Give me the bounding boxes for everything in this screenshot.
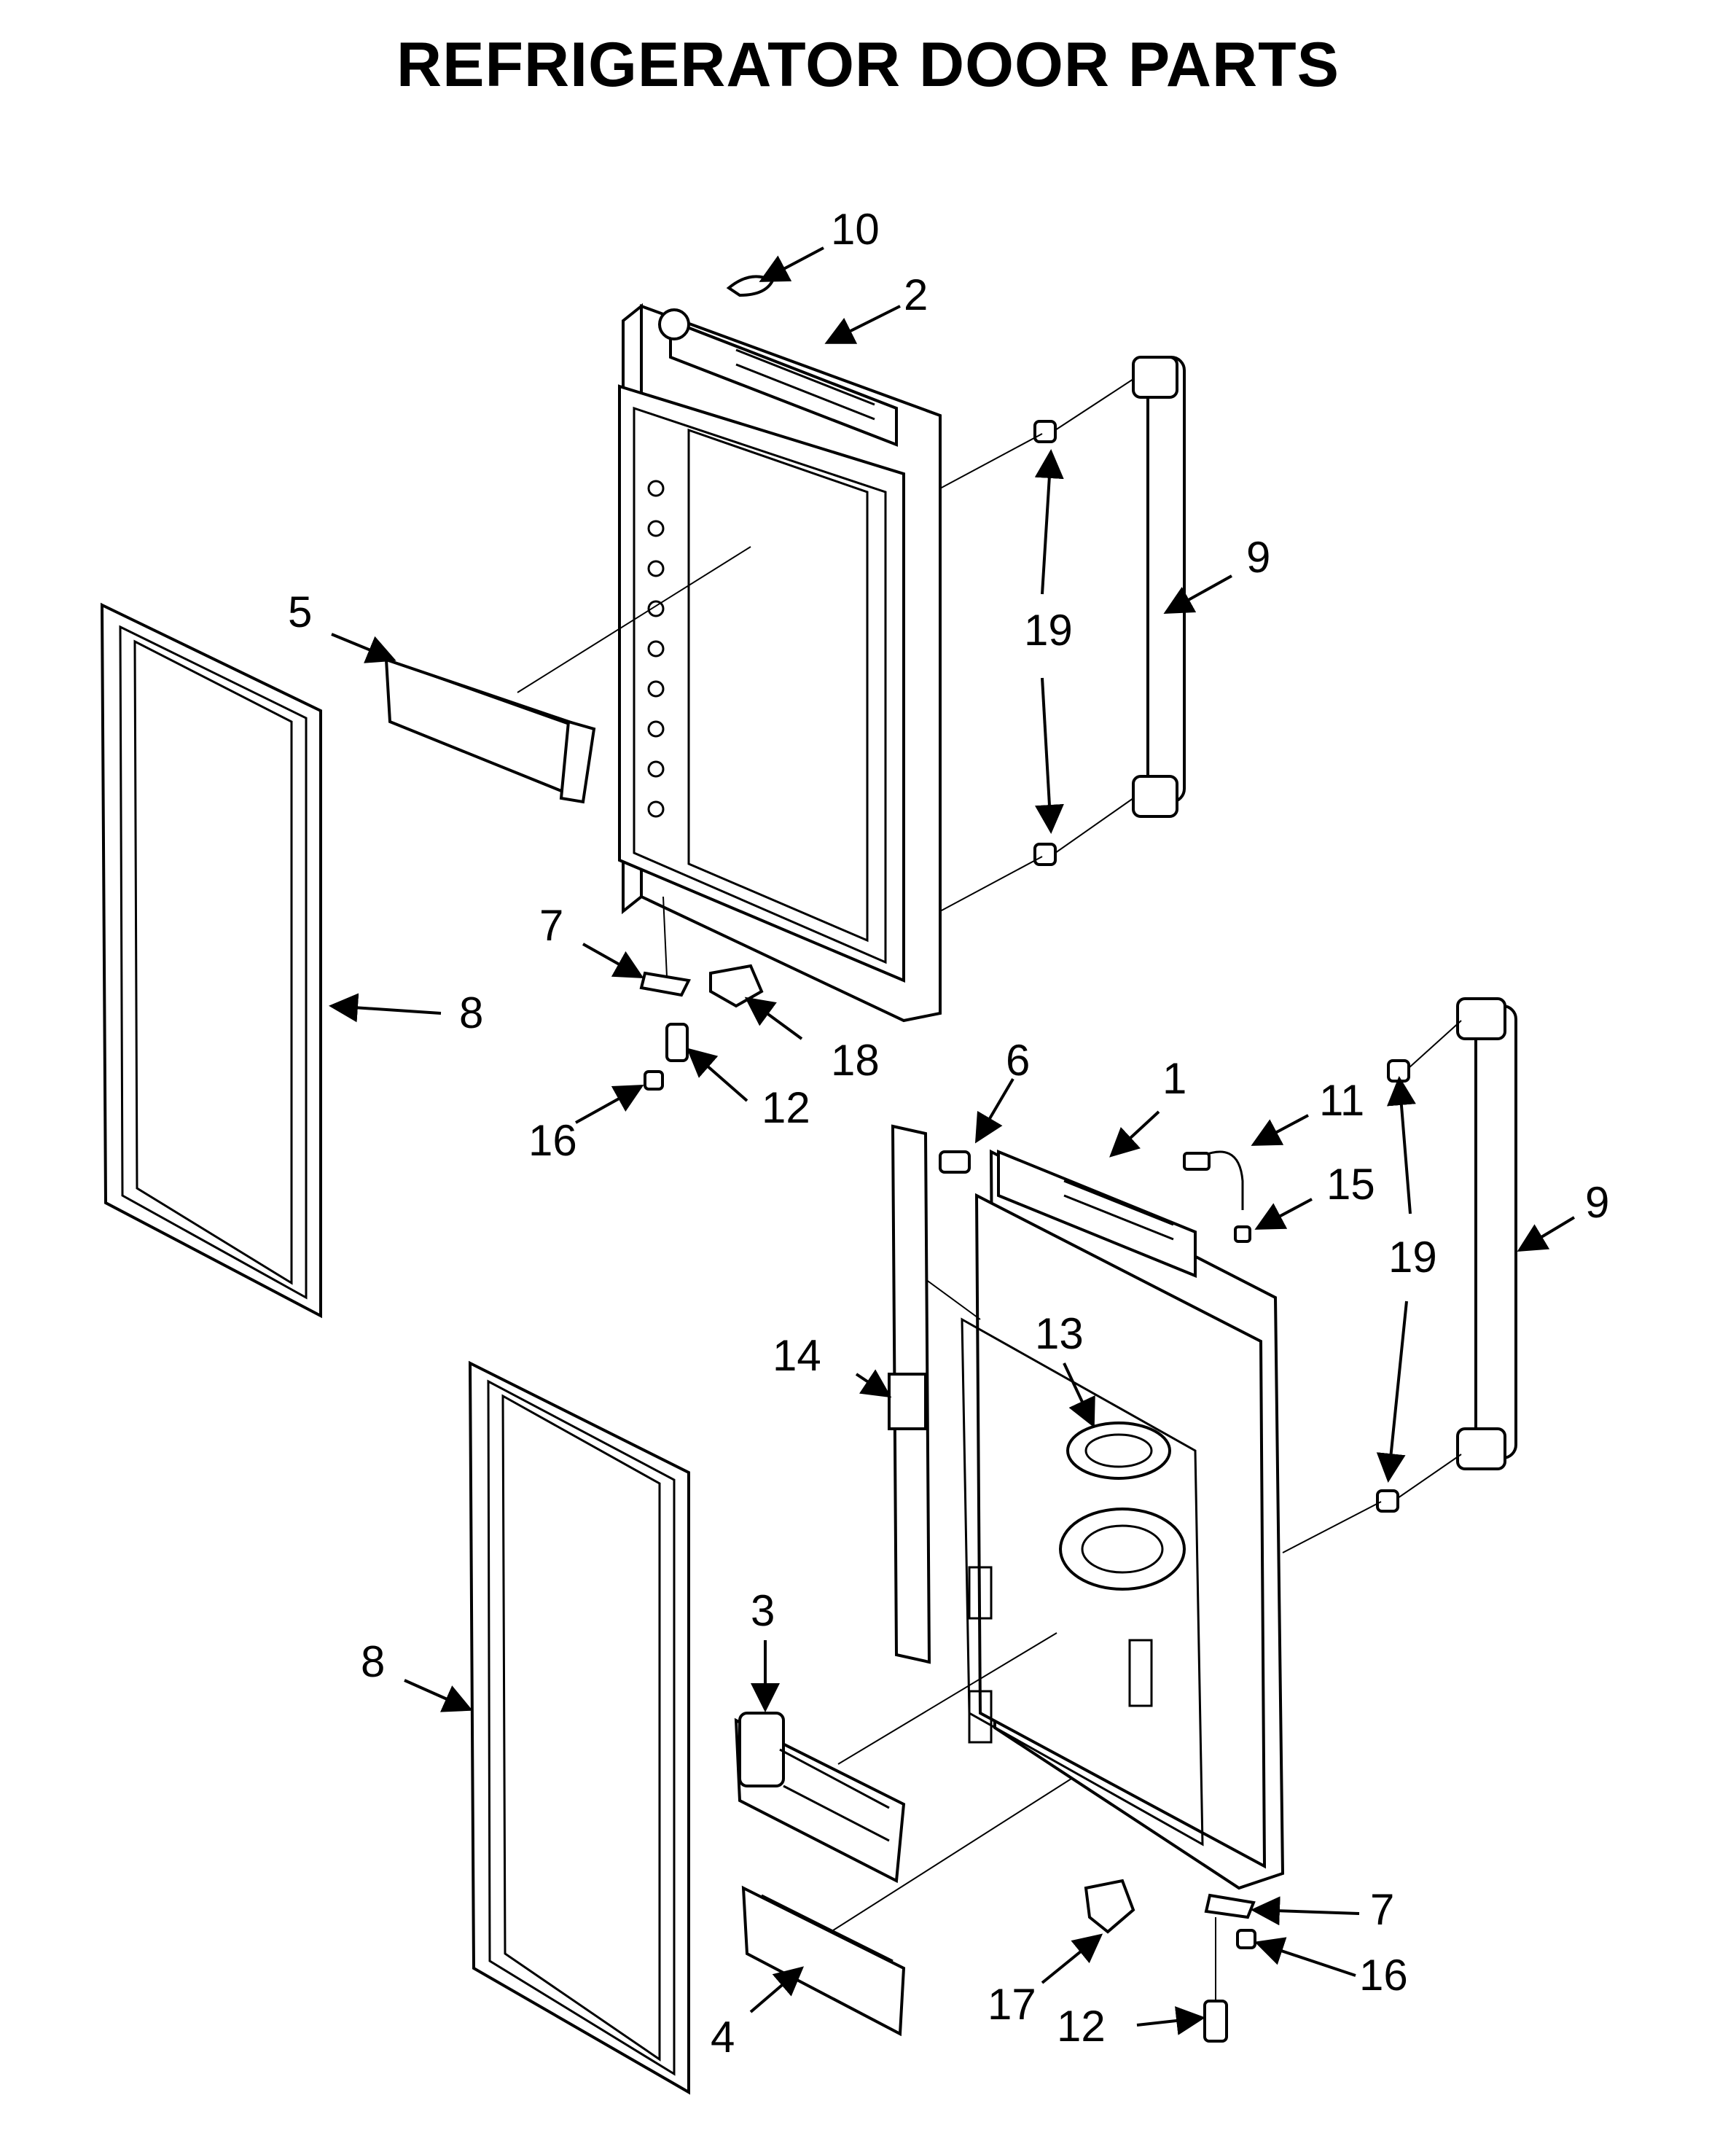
upper-door-liner (618, 303, 942, 1023)
lower-door-liner (961, 1149, 1285, 1890)
part-12-screw-lower (1203, 2000, 1228, 2043)
callout-5: 5 (288, 588, 312, 636)
callout-18: 18 (831, 1036, 880, 1085)
part-8-gasket-lower (468, 1360, 690, 2095)
callout-16-lower: 16 (1359, 1951, 1408, 2000)
part-17-hinge-cover (1084, 1879, 1135, 1934)
part-9-handle-lower (1456, 997, 1517, 1470)
callout-6: 6 (1006, 1036, 1030, 1085)
callout-16-upper: 16 (528, 1116, 577, 1165)
callout-14: 14 (773, 1331, 821, 1380)
callout-7-upper: 7 (539, 901, 563, 950)
part-14-mullion-rail (888, 1124, 931, 1664)
part-4-door-bin (741, 1885, 906, 2037)
part-16-bushing-lower (1236, 1929, 1256, 1949)
part-18-hinge-cover (709, 964, 764, 1008)
callout-labels: 10 2 9 19 5 8 7 18 12 16 6 1 11 15 9 19 … (288, 205, 1609, 2062)
part-3-door-bin (734, 1712, 906, 1884)
callout-12-lower: 12 (1057, 2002, 1106, 2051)
callout-13: 13 (1035, 1309, 1084, 1358)
part-19-screws-lower (1376, 1059, 1410, 1513)
callout-19-upper: 19 (1024, 606, 1073, 655)
callout-8-upper: 8 (459, 988, 483, 1037)
part-7-hinge-upper (639, 971, 691, 997)
callout-9-lower: 9 (1585, 1178, 1609, 1227)
callout-leaders (329, 246, 1576, 2035)
callout-8-lower: 8 (361, 1637, 385, 1686)
callout-9-upper: 9 (1246, 533, 1270, 582)
callout-15: 15 (1326, 1160, 1375, 1209)
callout-17: 17 (988, 1980, 1036, 2029)
part-15-clip (1234, 1225, 1251, 1243)
assembly-guide-lines (517, 378, 1462, 2001)
part-6-hinge-pin (939, 1150, 971, 1174)
part-12-screw-upper (665, 1023, 689, 1062)
part-16-bushing-upper (644, 1070, 664, 1091)
callout-7-lower: 7 (1370, 1885, 1394, 1934)
diagram-title: REFRIGERATOR DOOR PARTS (396, 30, 1340, 100)
part-9-handle-upper (1132, 356, 1186, 818)
part-8-gasket-upper (100, 602, 322, 1319)
callout-2: 2 (904, 270, 928, 319)
callout-1: 1 (1162, 1054, 1186, 1103)
part-7-hinge-lower (1204, 1893, 1256, 1919)
part-11-water-tube (1183, 1150, 1244, 1210)
part-19-screws-upper (1033, 420, 1057, 866)
callout-12-upper: 12 (762, 1083, 810, 1132)
part-5-door-bin (384, 658, 596, 804)
callout-4: 4 (711, 2013, 735, 2062)
callout-3: 3 (751, 1586, 775, 1635)
callout-11: 11 (1319, 1076, 1364, 1125)
callout-19-lower: 19 (1388, 1233, 1437, 1282)
callout-10: 10 (831, 205, 880, 254)
